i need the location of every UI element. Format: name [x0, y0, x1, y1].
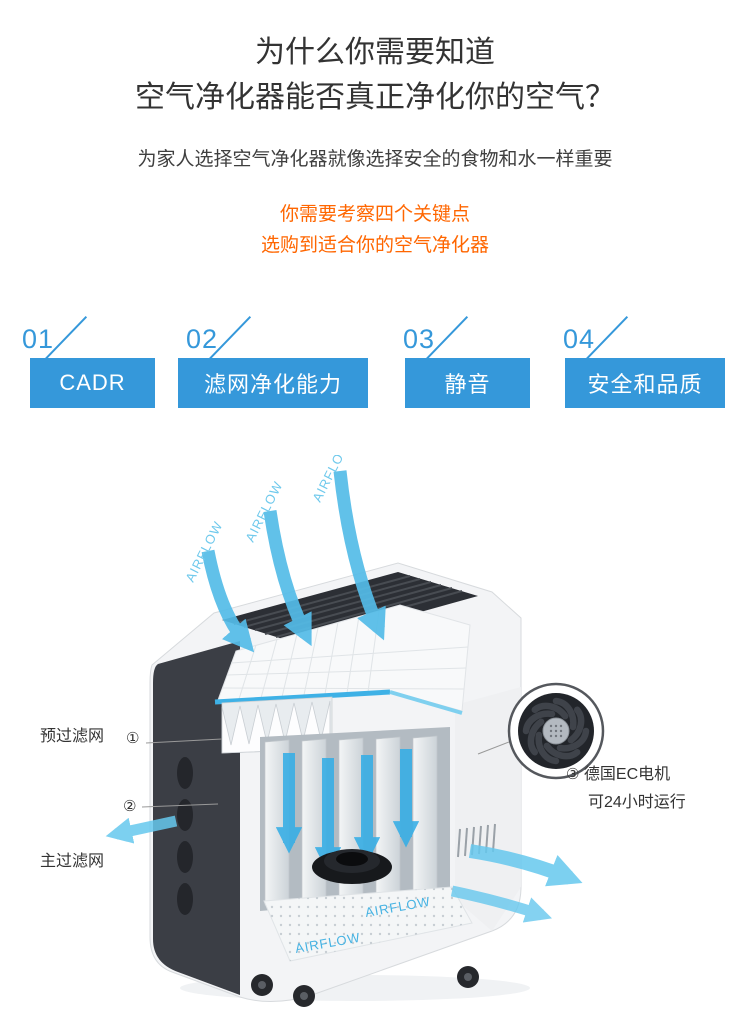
key-point-box-quiet: 静音 — [405, 358, 530, 408]
key-point-box-safety: 安全和品质 — [565, 358, 725, 408]
left-side-panel — [153, 641, 240, 995]
purifier-illustration: AIRFLOW AIRFLOW AIRFLOW AIRFLOW AIRFLOW — [105, 455, 605, 1007]
motor-subtitle: 可24小时运行 — [588, 794, 686, 811]
motor-title: 德国EC电机 — [583, 766, 671, 783]
pre-filter-marker: ① — [126, 730, 140, 747]
internal-airflow-arrows-icon — [275, 749, 420, 874]
key-point-number-3: 03 — [403, 324, 436, 354]
highlight-line-1: 你需要考察四个关键点 — [279, 204, 470, 225]
caster-wheels — [251, 966, 479, 1007]
key-point-box-cadr: CADR — [30, 358, 155, 408]
key-point-label-1: CADR — [59, 370, 126, 395]
bottom-outlet-band — [263, 886, 473, 962]
key-point-number-2: 02 — [186, 324, 219, 354]
main-filter-marker: ② — [123, 798, 137, 815]
highlight-line-2: 选购到适合你的空气净化器 — [260, 235, 489, 256]
key-point-label-3: 静音 — [444, 372, 491, 397]
label-leader-lines — [141, 738, 510, 808]
subtitle: 为家人选择空气净化器就像选择安全的食物和水一样重要 — [137, 149, 613, 170]
key-point-label-4: 安全和品质 — [587, 372, 703, 397]
motor-detail-inset — [507, 682, 605, 780]
key-point-box-filter: 滤网净化能力 — [178, 358, 368, 408]
highlight-text: 你需要考察四个关键点 选购到适合你的空气净化器 — [0, 199, 750, 261]
pre-filter-label: 预过滤网 — [40, 728, 105, 745]
blue-trim-strip — [214, 689, 463, 715]
title-line-2: 空气净化器能否真正净化你的空气？ — [135, 81, 615, 114]
page-title: 为什么你需要知道 空气净化器能否真正净化你的空气？ — [0, 0, 750, 120]
intake-airflow-arrows-icon — [201, 470, 386, 653]
main-filter-label: 主过滤网 — [40, 853, 105, 870]
motor-info-line-1: ③ 德国EC电机 — [566, 761, 686, 789]
purifier-cutaway-diagram: AIRFLOW AIRFLOW AIRFLOW AIRFLOW AIRFLOW — [0, 455, 750, 1015]
outlet-airflow-arrows-icon — [105, 815, 583, 923]
key-point-label-2: 滤网净化能力 — [203, 372, 342, 397]
motor-marker: ③ — [566, 766, 580, 783]
key-point-number-4: 04 — [563, 324, 596, 354]
motor-info: ③ 德国EC电机 可24小时运行 — [566, 761, 686, 817]
key-point-number-1: 01 — [22, 324, 55, 354]
title-line-1: 为什么你需要知道 — [255, 36, 495, 69]
fan-housing — [312, 849, 392, 884]
key-points-section: 01 CADR 02 滤网净化能力 03 静音 04 安全和品质 — [0, 312, 750, 444]
